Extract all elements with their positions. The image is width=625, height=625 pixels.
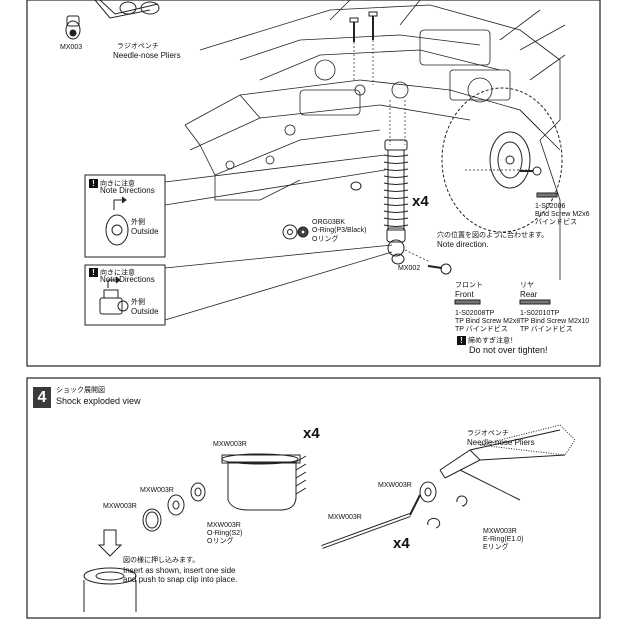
tighten-warning-en: Do not over tighten! bbox=[469, 345, 548, 355]
step-number: 4 bbox=[33, 387, 51, 408]
part-code-shock-body: MXW003R bbox=[213, 441, 247, 448]
bind-screw-swatch bbox=[536, 192, 558, 198]
step-title-jp: ショック展開図 bbox=[56, 387, 105, 394]
note-directions-box-1 bbox=[84, 174, 166, 258]
shock-absorber-upper bbox=[383, 139, 409, 257]
rear-screw-name-en: TP Bind Screw M2x10 bbox=[520, 318, 590, 325]
eclip-name-jp: Eリング bbox=[483, 544, 509, 551]
guide-lines bbox=[353, 40, 530, 263]
note-directions-jp-1: !向きに注意 bbox=[89, 179, 135, 188]
rear-screw-code: 1-S02010TP bbox=[520, 310, 560, 317]
part-code-mx002: MX002 bbox=[398, 265, 421, 272]
screw-icon bbox=[349, 11, 378, 42]
piston-icon bbox=[419, 481, 437, 503]
eclip-code: MXW003R bbox=[483, 528, 517, 535]
front-label-en: Front bbox=[455, 290, 474, 299]
wheel-icon bbox=[441, 87, 563, 233]
rear-label-jp: リヤ bbox=[520, 282, 534, 289]
front-label-jp: フロント bbox=[455, 282, 483, 289]
part-code-piston: MXW003R bbox=[378, 482, 412, 489]
pliers-label-jp: ラジオペンチ bbox=[117, 43, 159, 50]
note-directions-en-2: Note Directions bbox=[100, 275, 155, 284]
outside-label-jp-1: 外側 bbox=[131, 219, 145, 226]
note-directions-jp-2: !向きに注意 bbox=[89, 268, 135, 277]
insert-instruction-en-2: and push to snap clip into place. bbox=[123, 575, 238, 584]
oring-s2-name-jp: Oリング bbox=[207, 538, 234, 545]
pliers-label-en: Needle-nose Pliers bbox=[113, 51, 181, 60]
mx003-part bbox=[65, 15, 81, 40]
part-code-oring: MXW003R bbox=[207, 522, 241, 529]
front-screw-name-en: TP Bind Screw M2x8 bbox=[455, 318, 521, 325]
front-screw-name-jp: TP バインドビス bbox=[455, 326, 508, 333]
bind-screw-name-en: Bind Screw M2x6 bbox=[535, 211, 590, 218]
e-clip-icon bbox=[427, 495, 468, 529]
note-directions-box-2 bbox=[84, 264, 166, 326]
shock-shaft-icon bbox=[321, 494, 421, 549]
part-code-mx003: MX003 bbox=[60, 44, 83, 51]
rod-end-icon bbox=[99, 276, 129, 315]
rear-label-en: Rear bbox=[520, 290, 538, 299]
callout-lines bbox=[164, 154, 393, 321]
part-code-oring-left: MXW003R bbox=[103, 503, 137, 510]
oring-code: ORG03BK bbox=[312, 219, 346, 226]
quantity-multiplier: x4 bbox=[412, 193, 429, 210]
warning-icon: ! bbox=[457, 336, 466, 345]
align-note-en: Note direction. bbox=[437, 240, 489, 249]
pliers-icon bbox=[439, 424, 576, 501]
step-title-en: Shock exploded view bbox=[56, 396, 141, 406]
part-code-washer: MXW003R bbox=[140, 487, 174, 494]
quantity-multiplier-top: x4 bbox=[303, 425, 320, 442]
pliers-top-icon bbox=[94, 0, 160, 19]
o-ring-icon bbox=[282, 224, 309, 240]
pliers-label-jp: ラジオペンチ bbox=[467, 430, 509, 437]
upper-panel-frame bbox=[26, 0, 601, 367]
clip-icon bbox=[350, 181, 405, 265]
insertion-illustration bbox=[83, 529, 137, 612]
shock-body-icon bbox=[221, 453, 307, 511]
shock-parts bbox=[142, 482, 206, 532]
outside-label-en-2: Outside bbox=[131, 307, 159, 316]
rod-end-icon bbox=[105, 196, 129, 246]
chassis-drawing bbox=[184, 0, 566, 280]
quantity-multiplier-bottom: x4 bbox=[393, 535, 410, 552]
screw-icon bbox=[427, 263, 452, 275]
warning-icon: ! bbox=[89, 179, 98, 188]
outside-label-en-1: Outside bbox=[131, 227, 159, 236]
outside-label-jp-2: 外側 bbox=[131, 299, 145, 306]
bind-screw-icon bbox=[520, 166, 542, 176]
pliers-label-en: Needle-nose Pliers bbox=[467, 438, 535, 447]
step4-panel-frame bbox=[26, 377, 601, 619]
oring-s2-name-en: O-Ring(S2) bbox=[207, 530, 243, 537]
oring-name-jp: Oリング bbox=[312, 236, 339, 243]
rear-screw-name-jp: TP バインドビス bbox=[520, 326, 573, 333]
tighten-warning-jp: !締めすぎ注意！ bbox=[457, 336, 517, 345]
part-code-shaft: MXW003R bbox=[328, 514, 362, 521]
insert-instruction-en-1: Insert as shown, insert one side bbox=[123, 566, 236, 575]
bind-screw-code: 1-S02006 bbox=[535, 203, 566, 210]
warning-icon: ! bbox=[89, 268, 98, 277]
align-note-jp: 穴の位置を図のように合わせます。 bbox=[437, 232, 549, 239]
bind-screw-name-jp: バインドビス bbox=[535, 219, 577, 226]
front-screw-swatch bbox=[454, 299, 481, 305]
eclip-name-en: E-Ring(E1.0) bbox=[483, 536, 524, 543]
insert-instruction-jp: 図の様に押し込みます。 bbox=[123, 557, 200, 564]
front-screw-code: 1-S02008TP bbox=[455, 310, 495, 317]
rear-screw-swatch bbox=[519, 299, 551, 305]
oring-name-en: O-Ring(P3/Black) bbox=[312, 227, 367, 234]
note-directions-en-1: Note Directions bbox=[100, 186, 155, 195]
